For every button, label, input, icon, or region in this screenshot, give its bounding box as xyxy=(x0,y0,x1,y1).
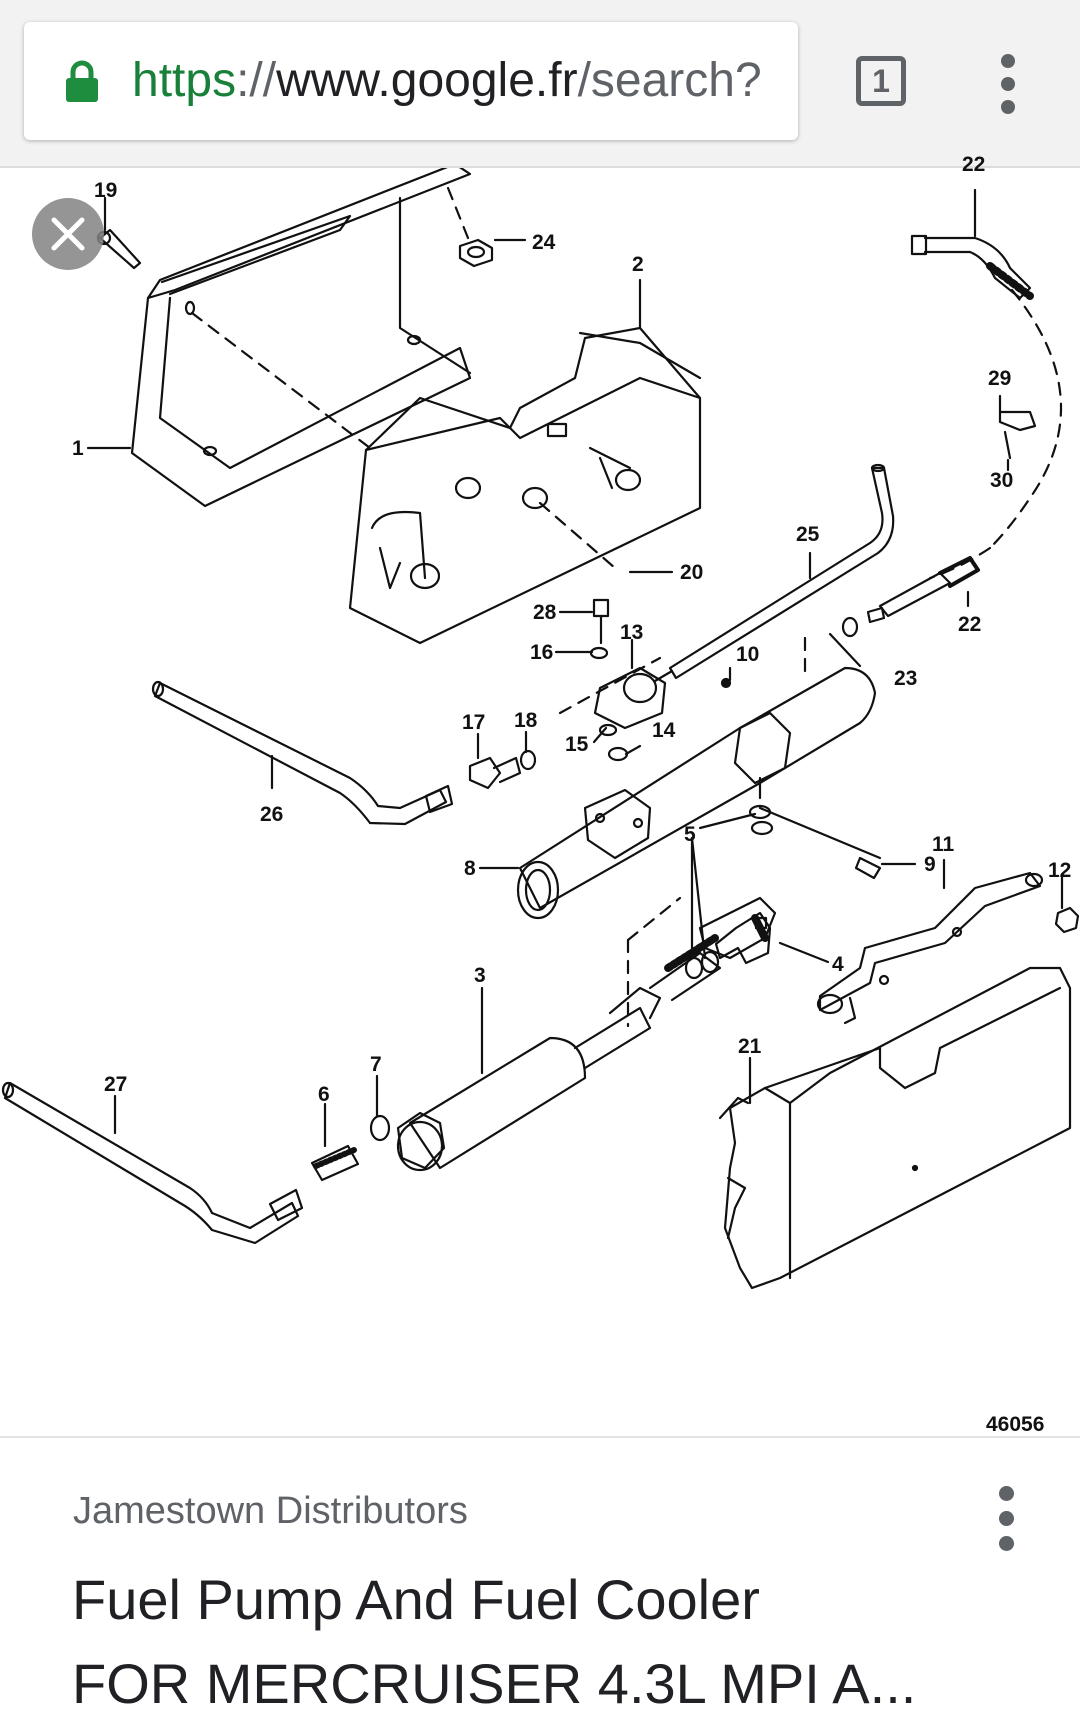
callout-11: 11 xyxy=(932,833,955,856)
callout-22-upper: 22 xyxy=(962,153,986,176)
result-title-line-1: Fuel Pump And Fuel Cooler xyxy=(72,1568,760,1631)
callout-16: 16 xyxy=(530,641,554,664)
url-path: /search? xyxy=(577,54,762,107)
address-bar[interactable]: https://www.google.fr/search? xyxy=(24,22,798,140)
callout-9: 9 xyxy=(924,853,936,876)
tab-count: 1 xyxy=(872,62,890,99)
result-source[interactable]: Jamestown Distributors xyxy=(73,1490,468,1532)
url-host: www.google.fr xyxy=(276,54,578,107)
callout-13: 13 xyxy=(620,621,644,644)
callout-26: 26 xyxy=(260,803,284,826)
callout-24: 24 xyxy=(532,231,556,254)
callout-8: 8 xyxy=(464,857,476,880)
callout-10: 10 xyxy=(736,643,760,666)
callout-5: 5 xyxy=(684,823,696,846)
callout-18: 18 xyxy=(514,709,538,732)
callout-27: 27 xyxy=(104,1073,128,1096)
url-separator: :// xyxy=(236,54,277,107)
image-viewer xyxy=(0,168,1080,1438)
callout-21: 21 xyxy=(738,1035,762,1058)
more-options-icon[interactable] xyxy=(994,1486,1018,1566)
callout-23: 23 xyxy=(894,667,918,690)
callout-1: 1 xyxy=(72,437,84,460)
url-scheme: https xyxy=(132,54,237,107)
callout-28: 28 xyxy=(533,601,557,624)
callout-4: 4 xyxy=(832,953,844,976)
callout-15: 15 xyxy=(565,733,589,756)
url-text[interactable]: https://www.google.fr/search? xyxy=(132,48,780,114)
result-card[interactable]: Jamestown Distributors Fuel Pump And Fue… xyxy=(0,1436,1080,1729)
browser-menu-icon[interactable] xyxy=(996,54,1020,114)
callout-3: 3 xyxy=(474,964,486,987)
callout-6: 6 xyxy=(318,1083,330,1106)
close-image-button[interactable] xyxy=(32,198,104,270)
browser-toolbar: https://www.google.fr/search? 1 xyxy=(0,0,1080,168)
callout-29: 29 xyxy=(988,367,1012,390)
tab-switcher-button[interactable]: 1 xyxy=(856,56,906,106)
result-title-line-2: FOR MERCRUISER 4.3L MPI A... xyxy=(72,1652,917,1715)
callout-22-lower: 22 xyxy=(958,613,982,636)
callout-20: 20 xyxy=(680,561,704,584)
callout-2: 2 xyxy=(632,253,644,276)
lock-icon xyxy=(66,60,98,102)
callout-12: 12 xyxy=(1048,859,1072,882)
callout-25: 25 xyxy=(796,523,820,546)
callout-14: 14 xyxy=(652,719,676,742)
callout-30: 30 xyxy=(990,469,1014,492)
callout-19: 19 xyxy=(94,179,118,202)
figure-id: 46056 xyxy=(986,1413,1045,1436)
callout-7: 7 xyxy=(370,1053,382,1076)
parts-diagram xyxy=(1,168,1080,1290)
callout-17: 17 xyxy=(462,711,486,734)
result-title[interactable]: Fuel Pump And Fuel Cooler FOR MERCRUISER… xyxy=(72,1558,952,1726)
close-icon xyxy=(51,217,85,251)
